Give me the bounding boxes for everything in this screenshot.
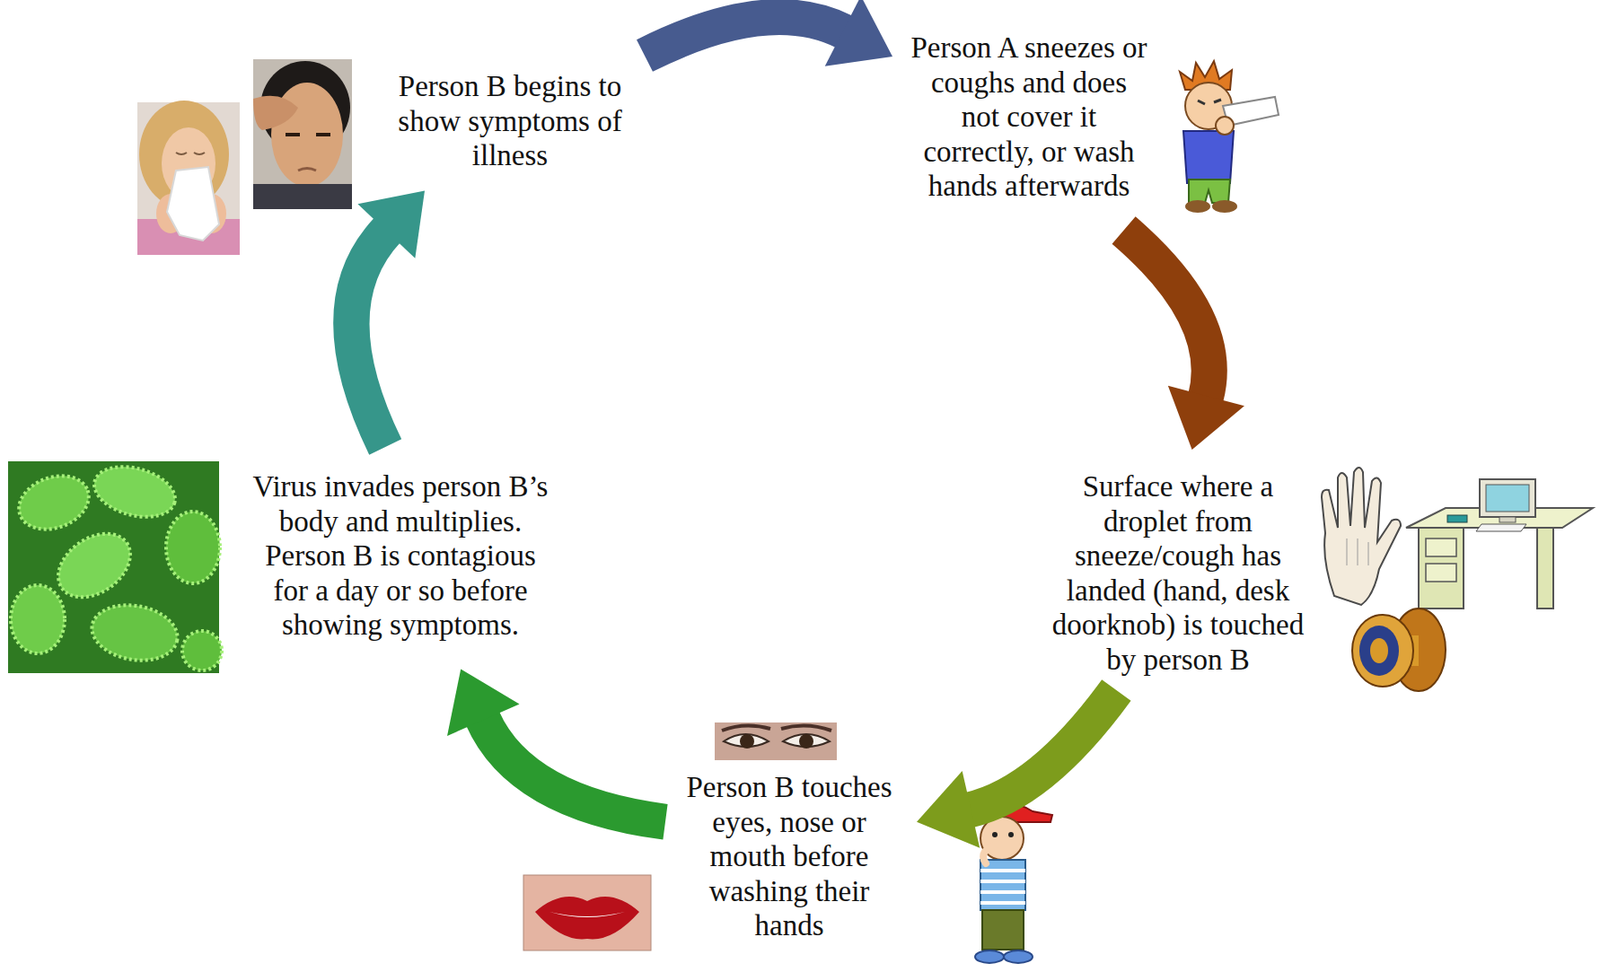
- arrow-head: [1168, 386, 1245, 450]
- sneezing-child-part: [1197, 99, 1222, 105]
- arrow-shaft: [968, 690, 1117, 810]
- sneezing-child-part: [1215, 116, 1234, 135]
- step-text: Person B touches eyes, nose or mouth bef…: [672, 770, 906, 944]
- arrow-shaft: [351, 229, 387, 448]
- cycle-step: Virus invades person B’s body and multip…: [249, 469, 552, 643]
- cycle-arrow: [447, 669, 666, 823]
- cycle-step: Person B begins to show symptoms of illn…: [397, 69, 623, 174]
- boy-with-cap-part: [1003, 950, 1033, 964]
- sneezing-child-part: [1185, 200, 1211, 213]
- arrow-shaft: [644, 17, 845, 56]
- sick-man-photo-part: [285, 132, 331, 137]
- sick-woman-photo: [137, 100, 240, 255]
- cycle-step: Surface where a droplet from sneeze/coug…: [1037, 469, 1319, 677]
- desk-computer-part: [1447, 515, 1468, 523]
- boy-with-cap-part: [992, 832, 998, 838]
- arrow-head: [447, 669, 519, 738]
- hand-drawing-part: [1321, 467, 1401, 606]
- eyes-photo: [714, 722, 837, 761]
- sick-woman-photo-part: [175, 152, 205, 155]
- sneezing-child-part: [1188, 179, 1231, 203]
- sick-man-photo-part: [253, 184, 352, 210]
- eyes-photo-part: [721, 725, 832, 731]
- doorknob-part: [1359, 625, 1399, 677]
- virus-image-part: [88, 458, 181, 526]
- virus-image-part: [11, 466, 97, 539]
- boy-with-cap-part: [1008, 832, 1014, 838]
- arrow-shaft: [482, 718, 666, 822]
- arrow-shaft: [1124, 230, 1210, 398]
- lips-photo-part: [523, 875, 651, 951]
- cycle-arrow: [351, 191, 425, 449]
- eyes-photo-part: [714, 722, 837, 761]
- doorknob-part: [1370, 638, 1389, 664]
- sick-man-photo-part: [253, 96, 299, 131]
- virus-image-part: [166, 511, 220, 584]
- cycle-arrow: [1124, 230, 1245, 451]
- desk-computer-part: [1479, 479, 1536, 518]
- sick-man-photo-part: [298, 168, 317, 172]
- desk-computer: [1406, 479, 1593, 609]
- cycle-arrow: [644, 0, 893, 67]
- virus-image-part: [46, 520, 142, 611]
- doorknob: [1352, 608, 1446, 692]
- cycle-step: Person A sneezes or coughs and does not …: [910, 30, 1148, 204]
- desk-computer-part: [1418, 527, 1464, 609]
- sick-man-photo: [253, 59, 352, 210]
- sneezing-child-part: [1183, 131, 1234, 184]
- desk-computer-part: [1499, 517, 1516, 523]
- lips-photo: [523, 875, 651, 951]
- arrow-head: [357, 191, 425, 259]
- arrow-head: [916, 771, 980, 849]
- boy-with-cap-part: [975, 950, 1004, 964]
- step-text: Person B begins to show symptoms of illn…: [397, 69, 623, 174]
- cycle-arrow: [916, 690, 1117, 849]
- step-text: Surface where a droplet from sneeze/coug…: [1037, 469, 1319, 677]
- hand-drawing: [1321, 467, 1401, 606]
- desk-computer-part: [1425, 563, 1457, 582]
- step-text: Virus invades person B’s body and multip…: [249, 469, 552, 643]
- step-text: Person A sneezes or coughs and does not …: [910, 30, 1148, 204]
- sneezing-child: [1179, 61, 1279, 213]
- virus-image-part: [10, 585, 65, 654]
- boy-with-cap-part: [980, 860, 1026, 911]
- boy-with-cap-part: [980, 870, 1026, 904]
- sneezing-child-part: [1212, 200, 1238, 213]
- sick-man-photo-part: [253, 59, 352, 210]
- boy-with-cap-part: [983, 843, 999, 864]
- virus-image: [8, 458, 222, 674]
- eyes-photo-part: [739, 734, 755, 749]
- doorknob-part: [1352, 615, 1414, 687]
- desk-computer-part: [1485, 484, 1530, 512]
- desk-computer-part: [1537, 527, 1554, 609]
- boy-with-cap-part: [982, 910, 1024, 950]
- desk-computer-part: [1476, 524, 1527, 532]
- sick-woman-photo-part: [167, 167, 220, 241]
- desk-computer-part: [1425, 538, 1457, 557]
- virus-image-part: [182, 631, 222, 671]
- lips-photo-part: [535, 896, 640, 940]
- boy-with-cap: [975, 803, 1053, 964]
- arrow-head: [825, 0, 893, 67]
- cycle-step: Person B touches eyes, nose or mouth bef…: [672, 770, 906, 944]
- hand-drawing-part: [1346, 538, 1369, 566]
- virus-image-part: [87, 598, 183, 668]
- eyes-photo-part: [799, 734, 814, 749]
- lips-photo-part: [549, 912, 625, 918]
